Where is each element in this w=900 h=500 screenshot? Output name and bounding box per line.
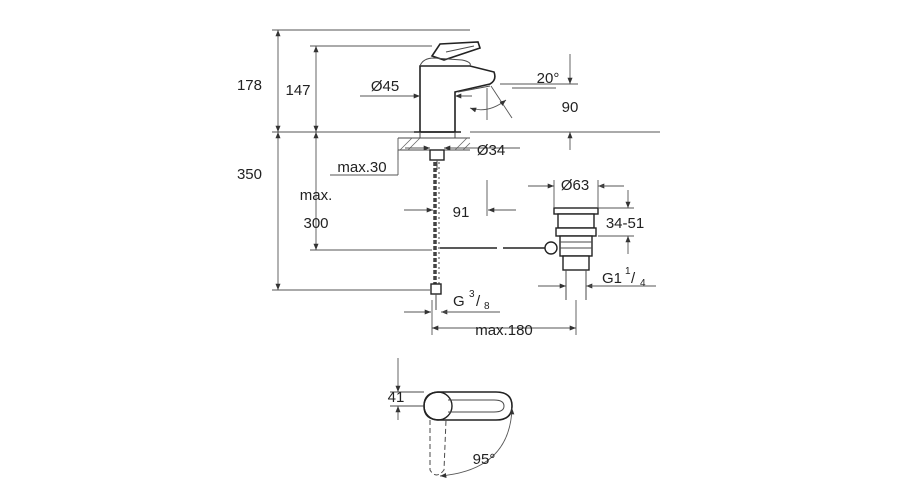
label-90: 90 [562,99,579,116]
supply-hose [430,162,442,310]
label-max-30: max.30 [337,159,386,176]
dimension-labels: 178 147 Ø45 20° 90 Ø34 350 max.30 max. 3… [237,70,646,468]
label-350: 350 [237,166,262,183]
label-91: 91 [453,204,470,221]
faucet-side-view [414,41,496,139]
label-g38-main: G [453,293,465,310]
label-g38-slash: / [476,293,481,310]
label-147: 147 [285,82,310,99]
pull-rod [440,241,558,255]
label-34-51: 34-51 [606,215,644,232]
label-angle-95: 95° [473,451,496,468]
dimension-lines [272,29,660,335]
label-diameter-63: Ø63 [561,177,589,194]
label-41: 41 [388,389,405,406]
label-diameter-45: Ø45 [371,78,399,95]
label-300: 300 [303,215,328,232]
label-178: 178 [237,77,262,94]
waste-drain [553,207,599,300]
label-g1-main: G1 [602,270,622,287]
label-g-three-eighths: G 3 / 8 [453,289,490,312]
faucet-top-view [390,358,515,478]
label-g1-slash: / [631,270,636,287]
label-g1-sub: 4 [640,278,646,289]
label-g1-quarter: G1 1 / 4 [602,266,646,289]
label-g1-sup: 1 [625,266,631,277]
label-diameter-34: Ø34 [477,142,505,159]
label-angle-20: 20° [537,70,560,87]
label-max: max. [300,187,333,204]
label-g38-sub: 8 [484,301,490,312]
label-g38-sup: 3 [469,289,475,300]
countertop [398,137,471,151]
mounting-shank [429,149,445,170]
label-max-180: max.180 [475,322,533,339]
